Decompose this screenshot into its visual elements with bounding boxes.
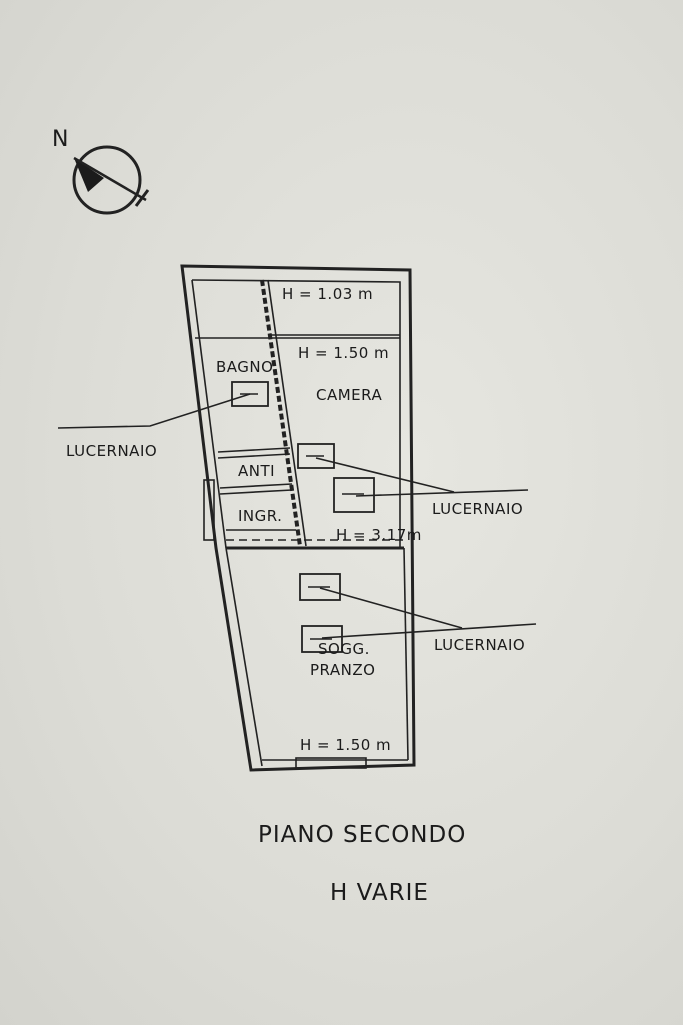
room-label-camera: CAMERA <box>316 386 382 404</box>
room-label-anti: ANTI <box>238 462 275 480</box>
height-label-middle: H = 3.17m <box>336 526 422 544</box>
skylight-soggiorno-upper <box>299 573 341 601</box>
height-label-bottom: H = 1.50 m <box>300 736 391 754</box>
room-label-soggiorno: SOGG. <box>318 640 370 658</box>
height-label-camera: H = 1.50 m <box>298 344 389 362</box>
room-label-ingr: INGR. <box>238 507 282 525</box>
skylight-camera-upper <box>297 443 335 469</box>
north-arrow-icon: N <box>52 127 150 215</box>
plan-subtitle: H VARIE <box>330 880 429 906</box>
leader-lines <box>57 393 537 639</box>
skylight-label-left: LUCERNAIO <box>66 442 157 460</box>
internal-walls <box>195 279 404 550</box>
room-label-pranzo: PRANZO <box>310 661 375 679</box>
skylight-label-right-upper: LUCERNAIO <box>432 500 523 518</box>
north-label: N <box>52 127 69 152</box>
skylight-label-right-lower: LUCERNAIO <box>434 636 525 654</box>
plan-title: PIANO SECONDO <box>258 822 466 848</box>
outer-walls <box>180 264 416 772</box>
skylight-soggiorno-lower <box>301 625 343 653</box>
height-label-top: H = 1.03 m <box>282 285 373 303</box>
room-label-bagno: BAGNO <box>216 358 273 376</box>
